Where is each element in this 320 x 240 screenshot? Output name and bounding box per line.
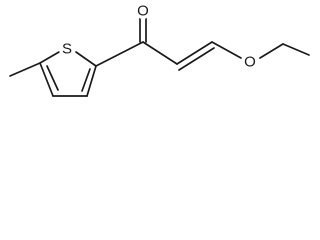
bond-c2-carbonyl [95, 41, 144, 67]
chemical-structure-diagram: S O O [9, 3, 310, 97]
bond-methyl-c5 [9, 62, 41, 77]
atom-sulfur-background [59, 41, 75, 57]
atom-ketone-oxygen-background [135, 3, 151, 19]
bond-c5-s1 [39, 51, 60, 64]
bond-alkene-second [178, 47, 215, 71]
bond-carbonyl-alkene [142, 41, 178, 65]
bond-c2-c3-inner [81, 68, 91, 92]
bond-s1-c2 [75, 51, 97, 67]
atom-ether-oxygen-background [242, 54, 258, 70]
bond-alkene-ether-oxygen [211, 41, 242, 59]
bond-c4-c5-inner [46, 65, 59, 91]
bond-c4-c5 [39, 62, 54, 97]
atom-sulfur-label: S [62, 41, 72, 58]
bond-ether-oxygen-ch2 [259, 43, 284, 59]
atom-ether-oxygen-label: O [244, 54, 256, 71]
bond-c2-c3 [86, 65, 97, 97]
bond-alkene [176, 41, 213, 65]
atom-ketone-oxygen-label: O [137, 3, 149, 20]
bond-ch2-ch3 [282, 43, 310, 56]
